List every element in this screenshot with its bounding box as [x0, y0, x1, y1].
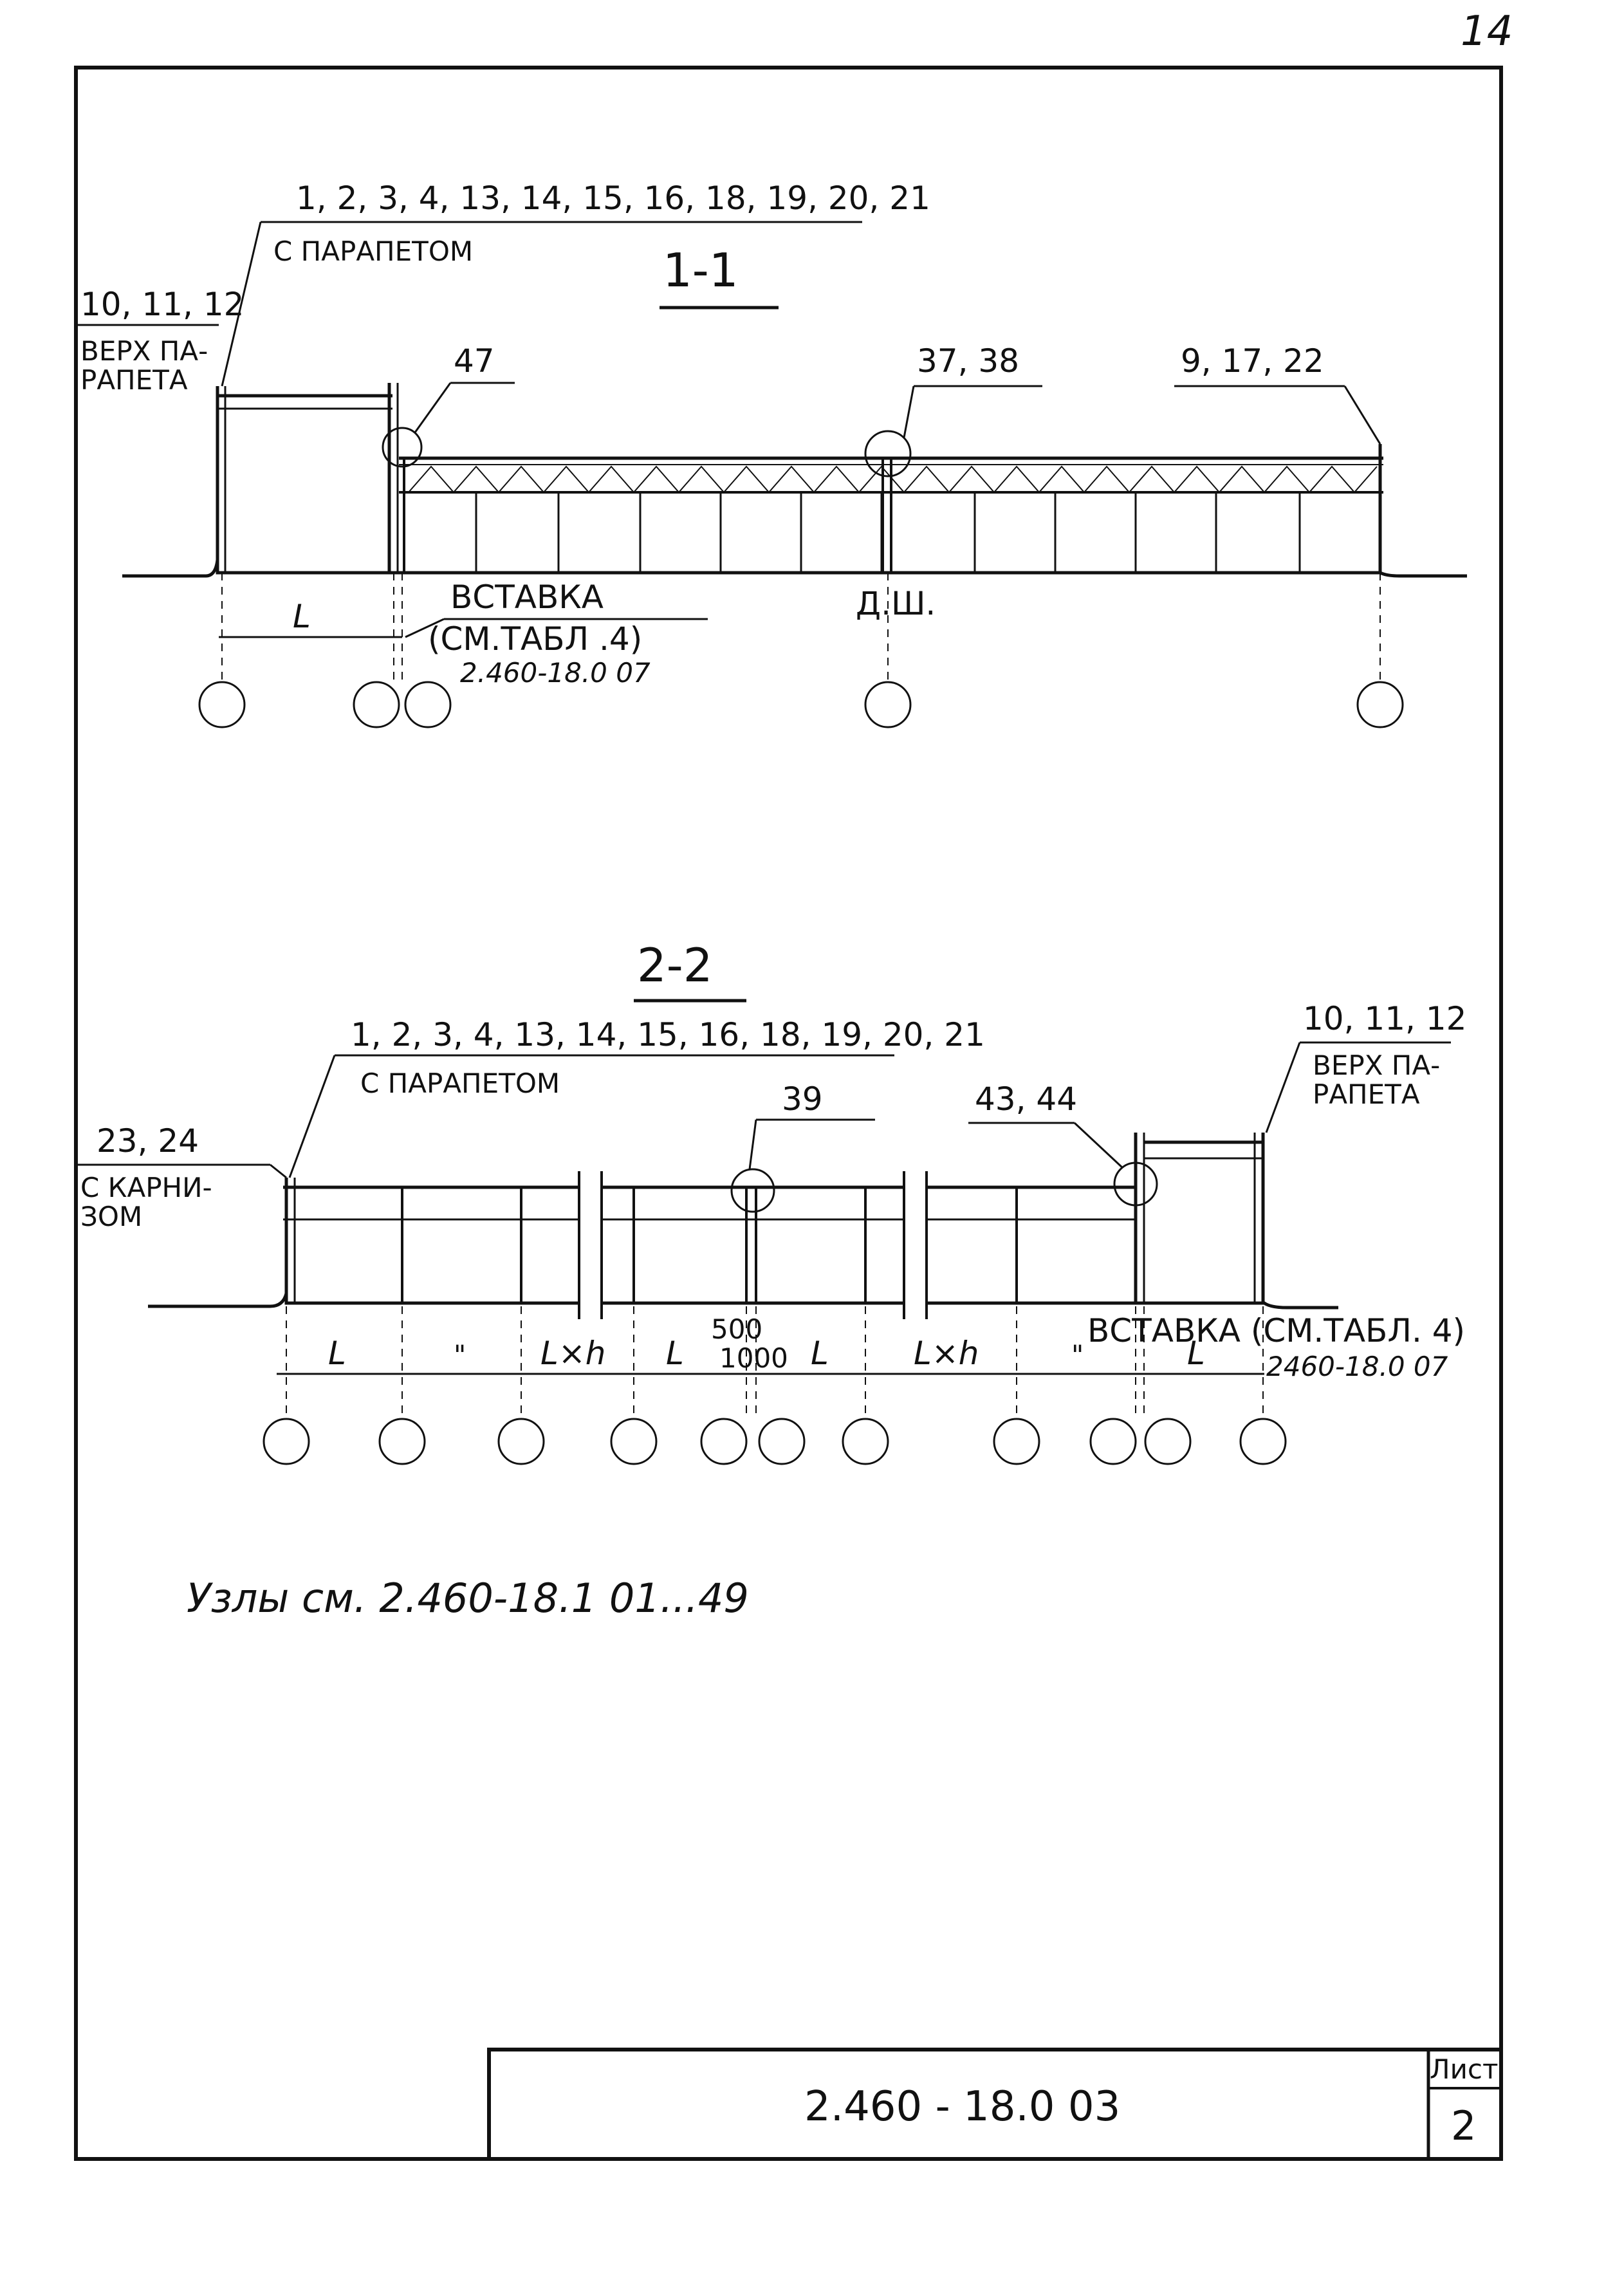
section-1-1: 1-1 1, 2, 3, 4, 13, 14, 15, 16, 18, 19, …: [76, 180, 1467, 728]
section-2-axis-circle: [993, 1418, 1040, 1465]
section-2-dim-500: 500: [711, 1313, 762, 1345]
section-1-insert-text: ВСТАВКА: [450, 579, 604, 616]
section-1-node-47-leader: [414, 382, 452, 433]
section-1-axis-circle: [1356, 681, 1404, 728]
section-2-ground-line: [148, 1293, 1338, 1310]
section-2-axis-circle: [1089, 1418, 1137, 1465]
section-1-parapet-leader-diag: [221, 221, 262, 387]
section-2-parapet-note: С ПАРАПЕТОМ: [360, 1068, 560, 1099]
section-2-columns: [284, 1133, 1265, 1303]
section-1-axis-circle: [864, 681, 912, 728]
section-1-node-9-17-22-label: 9, 17, 22: [1181, 342, 1324, 380]
section-2-axis-circle: [378, 1418, 426, 1465]
section-1-parapet-top-text-2: РАПЕТА: [80, 364, 188, 396]
section-2-node-39-leader: [748, 1119, 757, 1170]
section-2-parapet-top-leader: [1265, 1042, 1301, 1133]
section-1-axis-circle: [198, 681, 246, 728]
section-2-axis-circle: [1239, 1418, 1287, 1465]
sheet-label: Лист: [1430, 2053, 1498, 2085]
section-2-title: 2-2: [637, 938, 713, 992]
section-2-cornice-leader: [270, 1163, 287, 1179]
section-1-node-47-label: 47: [454, 342, 495, 380]
section-2-parapet-top-text-1: ВЕРХ ПА-: [1313, 1050, 1440, 1081]
section-2-node-39-circle: [730, 1168, 775, 1213]
section-2-dim-label: L: [1187, 1335, 1205, 1372]
section-2-parapet-top-text-2: РАПЕТА: [1313, 1079, 1420, 1110]
section-2-cornice-nodes: 23, 24: [97, 1122, 199, 1160]
section-1-node-37-38-label: 37, 38: [917, 342, 1019, 380]
nodes-reference-note: Узлы см. 2.460-18.1 01...49: [187, 1575, 749, 1622]
section-1-parapet-top-nodes: 10, 11, 12: [80, 286, 244, 323]
section-1-insert-code: 2.460-18.0 07: [460, 657, 651, 689]
section-2-axis-markers: [263, 1306, 1287, 1465]
section-2-dim-label: L: [666, 1335, 684, 1372]
section-2-dim-label: L×h: [914, 1335, 979, 1372]
section-2-parapet-leader-diag: [288, 1055, 336, 1178]
section-2-node-43-44-label: 43, 44: [975, 1080, 1077, 1118]
section-2-node-39-label: 39: [782, 1080, 823, 1118]
section-1-parapet-note: С ПАРАПЕТОМ: [273, 236, 473, 267]
section-2-dim-1000: 1000: [719, 1342, 788, 1374]
section-2-dim-label: ": [1071, 1339, 1084, 1371]
section-2-axis-circle: [700, 1418, 748, 1465]
section-2-insert-text: ВСТАВКА (СМ.ТАБЛ. 4): [1087, 1312, 1465, 1349]
section-2-axis-circle: [263, 1418, 310, 1465]
section-2-dim-label: ": [454, 1339, 466, 1371]
section-2-roof: [283, 1185, 1136, 1221]
section-1-node-47-circle: [382, 427, 423, 468]
section-1-axis-circle: [353, 681, 400, 728]
section-2-dim-label: L×h: [540, 1335, 605, 1372]
section-2-dim-label: L: [811, 1335, 829, 1372]
section-1-parapet-node-list: 1, 2, 3, 4, 13, 14, 15, 16, 18, 19, 20, …: [296, 180, 930, 217]
page-number: 14: [1461, 8, 1513, 55]
section-2-insert-code: 2460-18.0 07: [1266, 1351, 1448, 1382]
section-1-axis-markers: [198, 573, 1404, 728]
section-2-axis-circle: [1144, 1418, 1192, 1465]
section-1-parapet-frame: [216, 383, 399, 573]
section-2-node-43-44-circle: [1113, 1162, 1158, 1207]
section-2-axis-circle: [842, 1418, 889, 1465]
sheet-number: 2: [1451, 2102, 1476, 2149]
section-1-node-9-17-22-leader: [1343, 385, 1381, 445]
section-1-title: 1-1: [663, 243, 739, 297]
section-2-parapet-node-list: 1, 2, 3, 4, 13, 14, 15, 16, 18, 19, 20, …: [351, 1016, 985, 1053]
doc-code: 2.460 - 18.0 03: [804, 2083, 1120, 2131]
section-1-parapet-top-text-1: ВЕРХ ПА-: [80, 335, 208, 367]
section-2-cornice-text-2: ЗОМ: [80, 1201, 142, 1232]
section-1-ground-line: [122, 559, 1467, 578]
section-2-node-43-44-leader: [1073, 1122, 1124, 1169]
section-2-dim-label: L: [328, 1335, 346, 1372]
section-2-cornice-text-1: С КАРНИ-: [80, 1172, 212, 1203]
section-1-node-37-38-leader: [903, 385, 915, 438]
title-block: 2.460 - 18.0 03 Лист 2: [487, 2048, 1503, 2161]
section-1-span-label: L: [293, 598, 311, 635]
section-1-insert-ref: (СМ.ТАБЛ .4): [428, 620, 642, 658]
section-2-axis-circle: [610, 1418, 658, 1465]
section-2-axis-circle: [497, 1418, 545, 1465]
section-1-axis-circle: [404, 681, 452, 728]
section-2-axis-circle: [758, 1418, 806, 1465]
section-2-break-markers: [578, 1171, 928, 1319]
section-2-2: 2-2 1, 2, 3, 4, 13, 14, 15, 16, 18, 19, …: [77, 938, 1466, 1465]
section-1-insert-leader: [405, 618, 445, 638]
section-1-columns: [403, 444, 1382, 573]
section-1-node-37-38-circle: [864, 430, 912, 477]
section-2-parapet-top-nodes: 10, 11, 12: [1303, 1000, 1466, 1037]
section-1-joint-label: Д.Ш.: [856, 585, 936, 622]
